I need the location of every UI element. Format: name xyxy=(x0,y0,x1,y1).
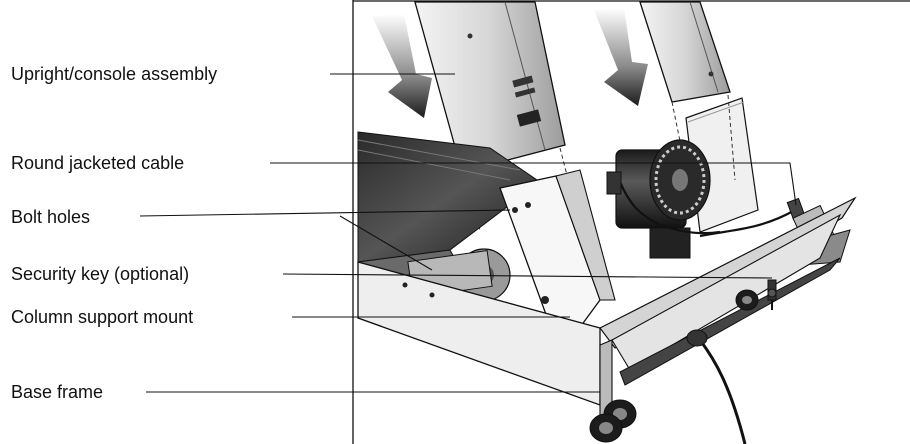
right-upright-column xyxy=(639,1,731,103)
left-upright-column xyxy=(414,1,566,173)
security-key xyxy=(767,279,777,310)
wheel-icon xyxy=(735,289,759,311)
callout-round-jacketed-cable: Round jacketed cable xyxy=(11,153,185,173)
callout-bolt-holes: Bolt holes xyxy=(11,207,91,227)
down-arrow-icon xyxy=(372,14,432,118)
callout-security-key: Security key (optional) xyxy=(11,264,190,284)
leader-lines xyxy=(139,73,797,393)
callout-upright-console-assembly: Upright/console assembly xyxy=(11,64,218,84)
power-cord xyxy=(686,329,747,444)
base-frame xyxy=(357,196,857,421)
wheel-icon xyxy=(589,399,637,443)
callout-column-support-mount: Column support mount xyxy=(11,307,194,327)
down-arrow-icon xyxy=(594,8,648,106)
round-jacketed-cable xyxy=(606,171,796,238)
column-support-mount xyxy=(499,169,616,331)
callout-base-frame: Base frame xyxy=(11,382,104,402)
drive-motor xyxy=(615,139,711,259)
